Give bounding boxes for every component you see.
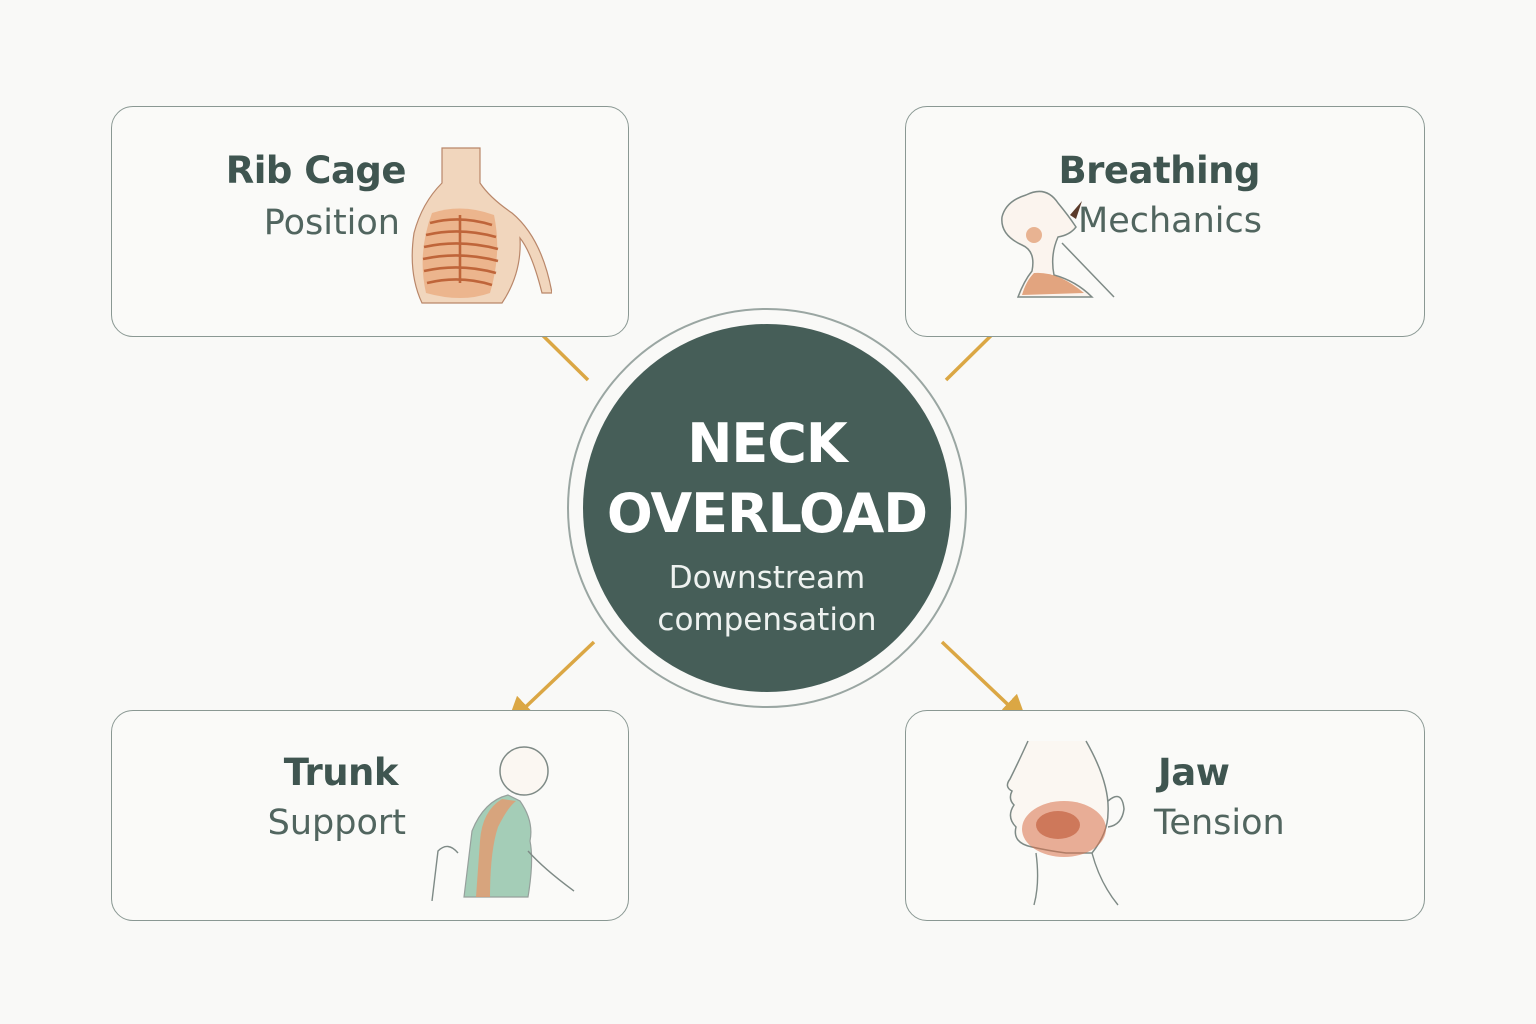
node-trunk: Trunk Support [111,710,629,921]
center-hub: NECK OVERLOAD Downstream compensation [567,308,967,708]
center-subtitle-line2: compensation [657,602,877,638]
node-rib-cage-subtitle: Position [263,203,400,243]
node-breathing: Breathing Mechanics [905,106,1425,337]
node-jaw-title: Jaw [1158,751,1230,794]
node-rib-cage-title: Rib Cage [225,149,407,192]
center-subtitle-line1: Downstream [668,560,866,596]
node-rib-cage: Rib Cage Position [111,106,629,337]
arrow-to-jaw [940,640,1028,724]
node-jaw-subtitle: Tension [1154,803,1285,843]
breathing-head-illustration [1001,190,1115,298]
node-breathing-title: Breathing [1058,149,1260,192]
jaw-profile-illustration [1006,740,1125,906]
ribcage-illustration [411,147,552,304]
center-title-line1: NECK [687,412,848,475]
center-title-line2: OVERLOAD [606,482,928,545]
arrow-to-trunk [506,640,596,726]
node-trunk-subtitle: Support [267,803,406,843]
node-breathing-subtitle: Mechanics [1078,201,1262,241]
node-trunk-title: Trunk [283,751,399,794]
center-hub-fill: NECK OVERLOAD Downstream compensation [583,324,951,692]
seated-trunk-illustration [431,746,575,901]
node-jaw: Jaw Tension [905,710,1425,921]
